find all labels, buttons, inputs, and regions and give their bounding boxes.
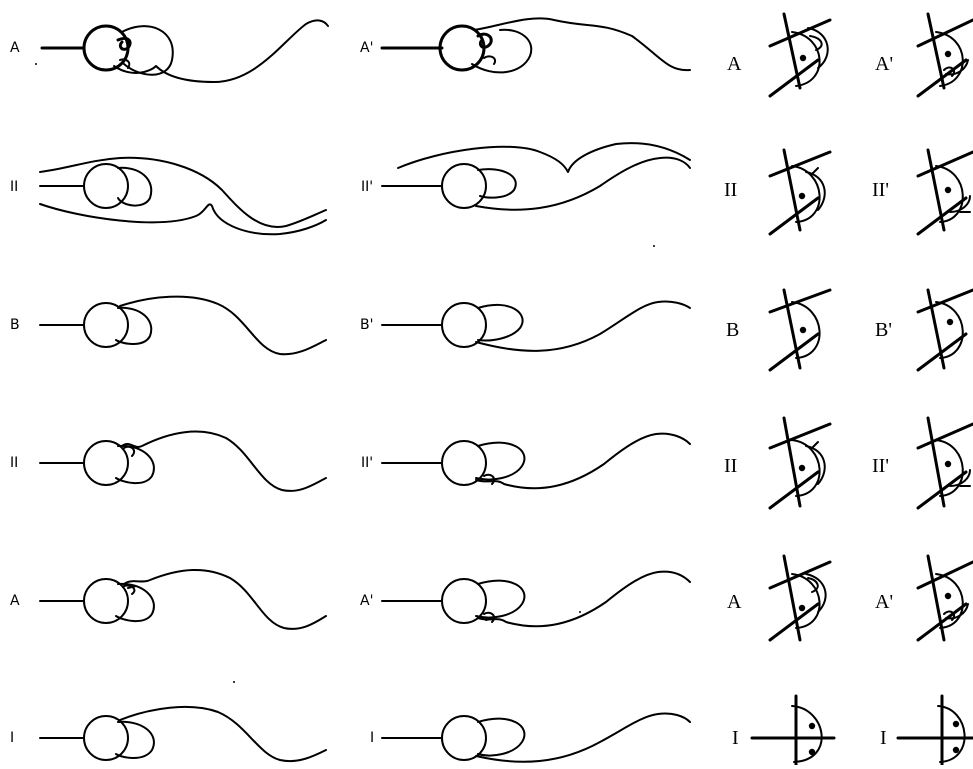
row-2: II II' II xyxy=(10,142,973,236)
row-6-topo-left xyxy=(750,694,836,767)
row-1-topo-right xyxy=(916,12,973,98)
row-5-right-label: A' xyxy=(360,593,373,609)
row-3-left-label: B xyxy=(10,317,20,333)
row-1-right-streamline xyxy=(380,17,691,74)
row-2-topo-right-label: II' xyxy=(872,179,889,201)
row-4-left-streamline xyxy=(39,430,327,492)
row-5: A A' A xyxy=(10,554,973,642)
row-4-topo-right xyxy=(916,416,973,510)
row-4-topo-right-label: II' xyxy=(872,455,889,477)
row-5-topo-right xyxy=(916,554,973,642)
row-1-left-streamline xyxy=(40,19,329,83)
row-3-left-streamline xyxy=(39,295,327,356)
row-5-left-label: A xyxy=(10,593,20,609)
row-2-left-label: II xyxy=(10,179,18,195)
row-1-topo-left xyxy=(768,12,832,98)
row-6-left-streamline xyxy=(39,705,327,762)
row-5-right-streamline xyxy=(381,570,691,628)
row-6-right-label: I xyxy=(370,730,374,746)
row-3-topo-right-label: B' xyxy=(875,319,892,341)
row-1: A A' A xyxy=(10,12,973,98)
row-5-topo-right-label: A' xyxy=(875,591,893,613)
row-6-topo-left-label: I xyxy=(732,727,739,749)
row-4-left-label: II xyxy=(10,455,18,471)
row-6: I I I I xyxy=(10,694,973,767)
row-5-topo-left-label: A xyxy=(727,591,742,613)
row-4-right-streamline xyxy=(381,432,691,490)
row-1-left-label: A xyxy=(10,40,20,56)
row-3-topo-left-label: B xyxy=(726,319,739,341)
row-1-topo-right-label: A' xyxy=(875,53,893,75)
row-3: B B' B B' xyxy=(10,288,973,372)
row-6-topo-right xyxy=(896,694,973,767)
row-3-right-label: B' xyxy=(360,317,373,333)
row-2-topo-right xyxy=(916,148,973,236)
row-5-topo-left xyxy=(768,554,832,642)
row-3-topo-right xyxy=(916,288,973,372)
row-1-topo-left-label: A xyxy=(727,53,742,75)
row-4: II II' II xyxy=(10,416,973,510)
row-3-right-streamline xyxy=(381,300,691,352)
row-5-left-streamline xyxy=(39,569,327,630)
row-2-left-streamline xyxy=(39,156,327,236)
row-4-right-label: II' xyxy=(361,455,373,471)
row-4-topo-left-label: II xyxy=(724,455,737,477)
row-2-right-streamline xyxy=(381,142,691,211)
scan-specks xyxy=(35,63,655,683)
row-2-right-label: II' xyxy=(361,179,373,195)
row-2-topo-left xyxy=(768,148,832,236)
row-6-topo-right-label: I xyxy=(880,727,887,749)
row-6-right-streamline xyxy=(381,712,691,763)
row-3-topo-left xyxy=(768,288,832,372)
row-6-left-label: I xyxy=(10,730,14,746)
row-1-right-label: A' xyxy=(360,40,373,56)
row-4-topo-left xyxy=(768,416,832,510)
row-2-topo-left-label: II xyxy=(724,179,737,201)
